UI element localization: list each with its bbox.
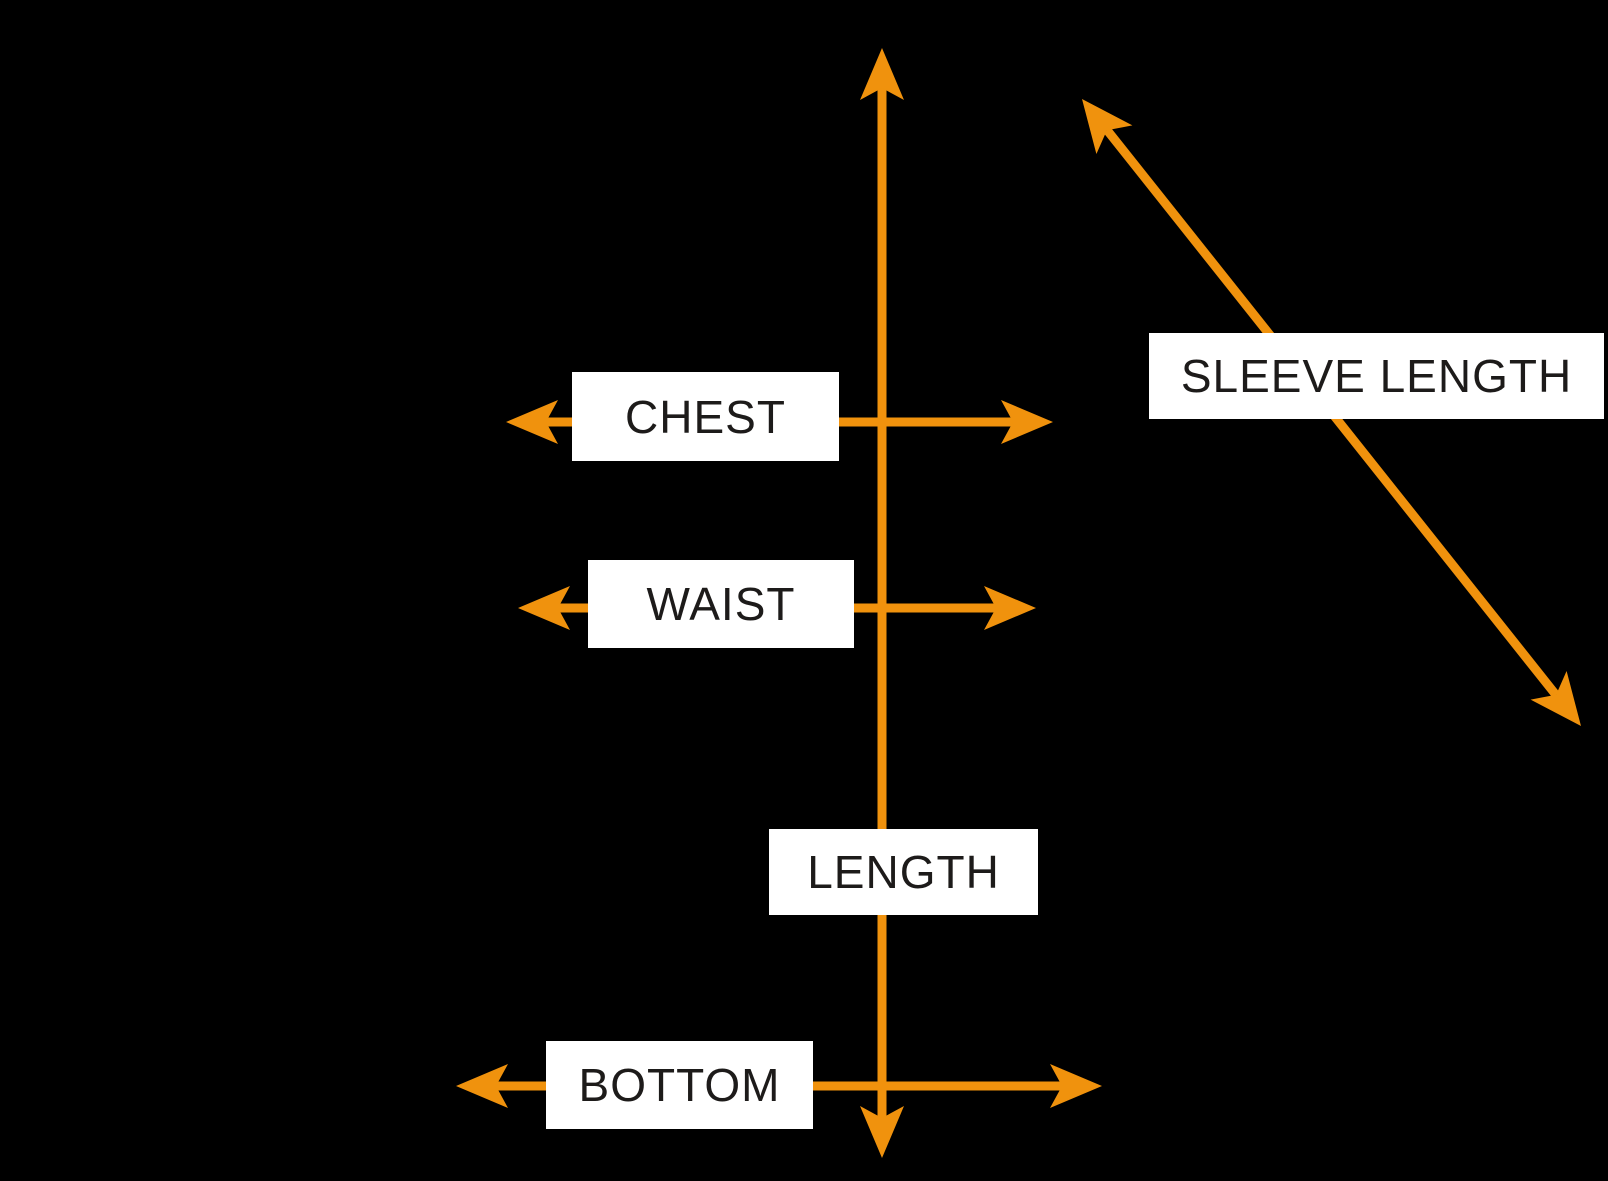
sleeve-arrow-upleft-head-icon (1082, 99, 1133, 154)
length-arrow-down-head-icon (860, 1106, 904, 1158)
chest-label: CHEST (572, 372, 839, 461)
sleeve-length-label: SLEEVE LENGTH (1149, 333, 1604, 419)
bottom-arrow-right-head-icon (1050, 1064, 1102, 1108)
length-vertical-arrow (860, 48, 904, 1158)
length-label: LENGTH (769, 829, 1038, 915)
length-arrow-up-head-icon (860, 48, 904, 100)
waist-arrow-left-head-icon (518, 586, 570, 630)
sleeve-arrow-downright-head-icon (1530, 671, 1581, 726)
chest-arrow-right-head-icon (1001, 400, 1053, 444)
chest-arrow-left-head-icon (506, 400, 558, 444)
bottom-label: BOTTOM (546, 1041, 813, 1129)
bottom-arrow-left-head-icon (456, 1064, 508, 1108)
waist-label: WAIST (588, 560, 854, 648)
waist-arrow-right-head-icon (984, 586, 1036, 630)
